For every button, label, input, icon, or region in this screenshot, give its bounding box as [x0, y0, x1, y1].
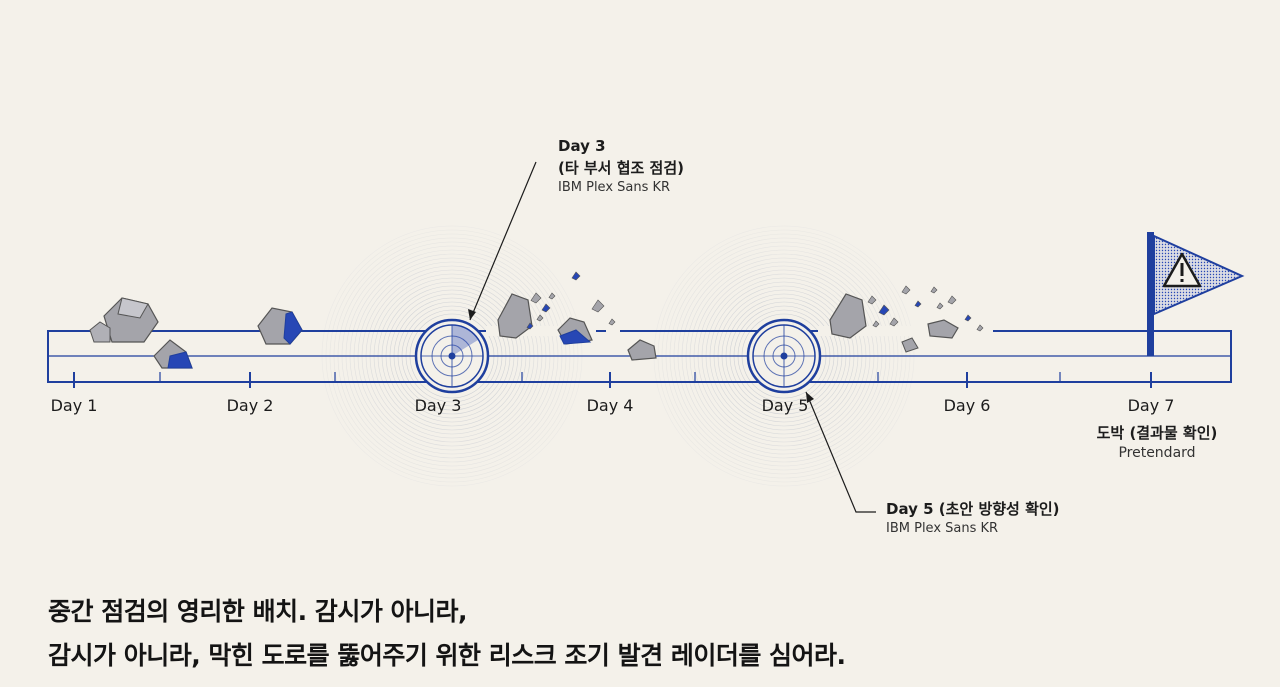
- callout-day5-title: Day 5 (초안 방향성 확인): [886, 498, 1060, 520]
- debris-fragment: [868, 296, 876, 304]
- callout-day3-subtitle: (타 부서 협조 점검): [558, 157, 684, 179]
- debris-fragment: [572, 272, 580, 280]
- rock-day1-large: [90, 298, 158, 342]
- headline: 중간 점검의 영리한 배치. 감시가 아니라, 감시가 아니라, 막힌 도로를 …: [48, 590, 846, 678]
- debris-fragment: [537, 315, 543, 321]
- debris-fragment: [937, 303, 943, 309]
- day-label-2: Day 2: [227, 396, 274, 415]
- timeline-ticks: [74, 372, 1151, 388]
- day-label-7: Day 7: [1128, 396, 1175, 415]
- day-label-5: Day 5: [762, 396, 809, 415]
- debris-fragment: [890, 318, 898, 326]
- headline-line2: 감시가 아니라, 막힌 도로를 뚫어주기 위한 리스크 조기 발견 레이더를 심…: [48, 634, 846, 678]
- debris-fragment: [948, 296, 956, 304]
- debris-fragment: [915, 301, 921, 307]
- debris-fragment: [965, 315, 971, 321]
- debris-fragment: [609, 319, 615, 325]
- callout-day7: 도박 (결과물 확인) Pretendard: [1097, 422, 1218, 462]
- day-label-1: Day 1: [51, 396, 98, 415]
- rock-day4: [628, 340, 656, 360]
- headline-line1: 중간 점검의 영리한 배치. 감시가 아니라,: [48, 590, 846, 634]
- rock-day3-crumbling: [498, 294, 592, 344]
- radar-marker-day5: [748, 320, 820, 392]
- callout-day7-font: Pretendard: [1097, 444, 1218, 462]
- day-label-4: Day 4: [587, 396, 634, 415]
- radar-marker-day3: [416, 320, 488, 392]
- debris-fragment: [549, 293, 555, 299]
- callout-day3-title: Day 3: [558, 135, 684, 157]
- finish-flag: [1147, 232, 1242, 356]
- callout-day7-title: 도박 (결과물 확인): [1097, 422, 1218, 444]
- day-label-3: Day 3: [415, 396, 462, 415]
- rock-day1-blue: [154, 340, 192, 368]
- debris-fragment: [531, 293, 541, 303]
- callout-day3-font: IBM Plex Sans KR: [558, 179, 684, 197]
- debris-fragment: [902, 286, 910, 294]
- debris-fragment: [931, 287, 937, 293]
- debris-fragment: [542, 304, 550, 312]
- debris-fragment: [592, 300, 604, 312]
- callout-day5: Day 5 (초안 방향성 확인) IBM Plex Sans KR: [886, 498, 1060, 538]
- debris-fragment: [879, 305, 889, 315]
- callout-day5-font: IBM Plex Sans KR: [886, 520, 1060, 538]
- rock-day2: [258, 308, 302, 344]
- day-label-6: Day 6: [944, 396, 991, 415]
- callout-day3: Day 3 (타 부서 협조 점검) IBM Plex Sans KR: [558, 135, 684, 197]
